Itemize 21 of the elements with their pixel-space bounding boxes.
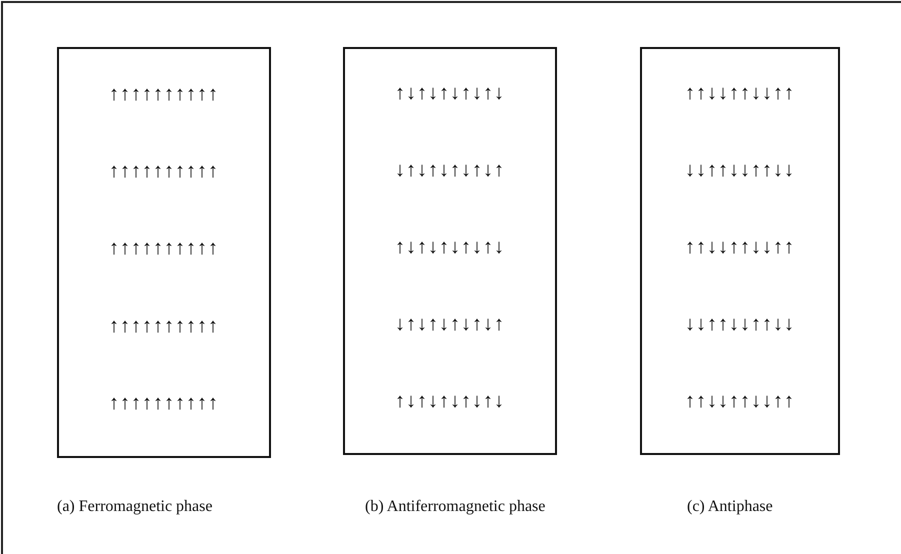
spin-row: ↑↑↑↑↑↑↑↑↑↑ bbox=[109, 316, 219, 336]
panel-caption: (c) Antiphase bbox=[687, 498, 773, 516]
spin-row: ↑↑↑↑↑↑↑↑↑↑ bbox=[109, 84, 219, 104]
spin-row: ↓↑↓↑↓↑↓↑↓↑ bbox=[395, 314, 505, 334]
spin-row: ↑↑↑↑↑↑↑↑↑↑ bbox=[109, 161, 219, 182]
spin-row: ↑↑↑↑↑↑↑↑↑↑ bbox=[109, 238, 219, 258]
spin-row: ↓↓↑↑↓↓↑↑↓↓ bbox=[685, 160, 795, 180]
spin-row: ↓↑↓↑↓↑↓↑↓↑ bbox=[395, 160, 505, 180]
spin-lattice-box bbox=[57, 47, 271, 458]
spin-row: ↑↑↓↓↑↑↓↓↑↑ bbox=[685, 390, 795, 411]
spin-row: ↑↓↑↓↑↓↑↓↑↓ bbox=[395, 390, 505, 411]
spin-row: ↑↓↑↓↑↓↑↓↑↓ bbox=[395, 83, 505, 104]
spin-lattice-box bbox=[343, 47, 557, 455]
spin-row: ↓↓↑↑↓↓↑↑↓↓ bbox=[685, 314, 795, 334]
spin-row: ↑↑↓↓↑↑↓↓↑↑ bbox=[685, 83, 795, 104]
spin-row: ↑↓↑↓↑↓↑↓↑↓ bbox=[395, 236, 505, 257]
panel-caption: (a) Ferromagnetic phase bbox=[57, 498, 212, 516]
panel-caption: (b) Antiferromagnetic phase bbox=[365, 498, 546, 516]
spin-lattice-box bbox=[640, 47, 840, 455]
spin-row: ↑↑↑↑↑↑↑↑↑↑ bbox=[109, 393, 219, 414]
spin-row: ↑↑↓↓↑↑↓↓↑↑ bbox=[685, 236, 795, 257]
